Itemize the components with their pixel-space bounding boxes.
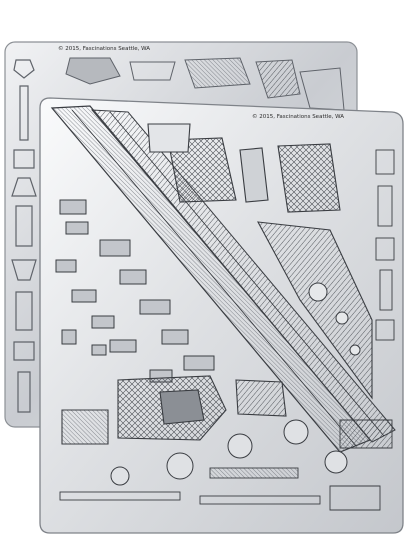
front-deck-plate [257,221,373,400]
back-sheet-top-parts [65,57,345,111]
front-right-edge-parts [375,149,395,341]
back-sheet-left-parts [11,59,37,413]
front-round-parts [110,419,348,486]
front-hull-strip [50,105,396,453]
front-bottom-parts [59,419,393,511]
front-sheet-copyright: © 2015, Fascinations Seattle, WA [252,113,344,120]
front-gun-turret-parts [55,199,215,383]
front-metal-sheet: © 2015, Fascinations Seattle, WA [39,97,404,534]
back-sheet-copyright: © 2015, Fascinations Seattle, WA [58,45,150,52]
front-superstructure [61,375,287,445]
front-truss-frames [147,123,341,213]
